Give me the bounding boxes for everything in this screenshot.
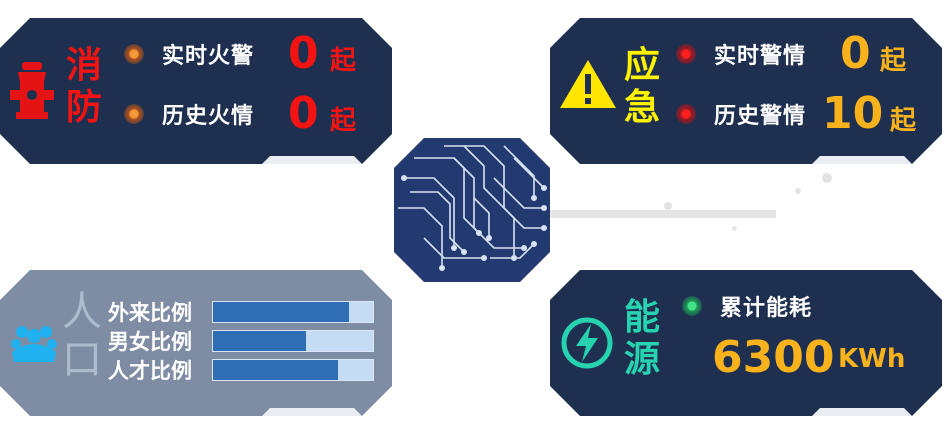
- people-group-icon: [8, 322, 60, 370]
- outsiders-ratio-bar: [212, 301, 374, 323]
- status-dot-icon: [676, 44, 696, 64]
- fire-realtime-row: 实时火警: [124, 34, 254, 74]
- energy-consumption-value: 6300: [712, 332, 835, 383]
- energy-consumption-row: 累计能耗: [682, 286, 812, 326]
- outsiders-ratio-label: 外来比例: [108, 301, 192, 325]
- panel-tab: [812, 156, 912, 164]
- talent-ratio-label: 人才比例: [108, 359, 192, 383]
- energy-consumption-label: 累计能耗: [720, 296, 813, 321]
- emergency-realtime-row: 实时警情: [676, 34, 806, 74]
- emergency-realtime-value: 0: [840, 28, 871, 79]
- fire-safety-panel: 消 防 实时火警 0 起 历史火情 0 起: [0, 18, 392, 164]
- emergency-title-char-2: 急: [623, 87, 660, 128]
- panel-tab: [812, 408, 912, 416]
- gender-ratio-label: 男女比例: [108, 330, 192, 354]
- status-dot-icon: [124, 104, 144, 124]
- population-bar-row-gender: 男女比例: [108, 328, 374, 354]
- panel-tab: [262, 408, 362, 416]
- fire-realtime-value: 0: [288, 28, 319, 79]
- emergency-history-label: 历史警情: [714, 104, 807, 129]
- energy-panel: 能 源 累计能耗 6300 KWh: [550, 270, 942, 416]
- emergency-panel: 应 急 实时警情 0 起 历史警情 10 起: [550, 18, 942, 164]
- fire-realtime-label: 实时火警: [162, 44, 255, 69]
- status-dot-icon: [682, 296, 702, 316]
- spark-dot: [732, 226, 737, 231]
- fire-history-value: 0: [288, 88, 319, 139]
- emergency-title-char-1: 应: [623, 45, 660, 86]
- panel-tab: [262, 156, 362, 164]
- connector-line: [550, 210, 776, 218]
- fire-history-label: 历史火情: [162, 104, 255, 129]
- gender-ratio-fill: [213, 331, 306, 351]
- lightning-bolt-icon: [560, 316, 614, 374]
- spark-dot: [822, 173, 832, 183]
- talent-ratio-fill: [213, 360, 338, 380]
- emergency-history-value: 10: [822, 88, 884, 139]
- fire-title-char-2: 防: [65, 87, 102, 128]
- population-panel: 人 口 外来比例 男女比例 人才比例: [0, 270, 392, 416]
- status-dot-icon: [124, 44, 144, 64]
- fire-hydrant-icon: [8, 58, 56, 126]
- energy-consumption-unit: KWh: [838, 344, 906, 374]
- emergency-realtime-label: 实时警情: [714, 44, 807, 69]
- status-dot-icon: [676, 104, 696, 124]
- population-bar-row-talent: 人才比例: [108, 357, 374, 383]
- emergency-history-row: 历史警情: [676, 94, 806, 134]
- emergency-history-unit: 起: [890, 106, 917, 136]
- population-title-char-2: 口: [62, 337, 102, 383]
- emergency-realtime-unit: 起: [880, 46, 907, 76]
- population-title-char-1: 人: [62, 289, 102, 335]
- fire-title-char-1: 消: [65, 45, 102, 86]
- population-bar-row-outsiders: 外来比例: [108, 299, 374, 325]
- energy-title-char-2: 源: [623, 339, 660, 380]
- outsiders-ratio-fill: [213, 302, 349, 322]
- gender-ratio-bar: [212, 330, 374, 352]
- spark-dot: [664, 202, 672, 210]
- fire-history-unit: 起: [330, 106, 357, 136]
- energy-title-char-1: 能: [623, 297, 660, 338]
- fire-realtime-unit: 起: [330, 46, 357, 76]
- circuit-chip-icon: [394, 138, 550, 282]
- warning-triangle-icon: [558, 58, 618, 114]
- talent-ratio-bar: [212, 359, 374, 381]
- spark-dot: [795, 188, 801, 194]
- fire-history-row: 历史火情: [124, 94, 254, 134]
